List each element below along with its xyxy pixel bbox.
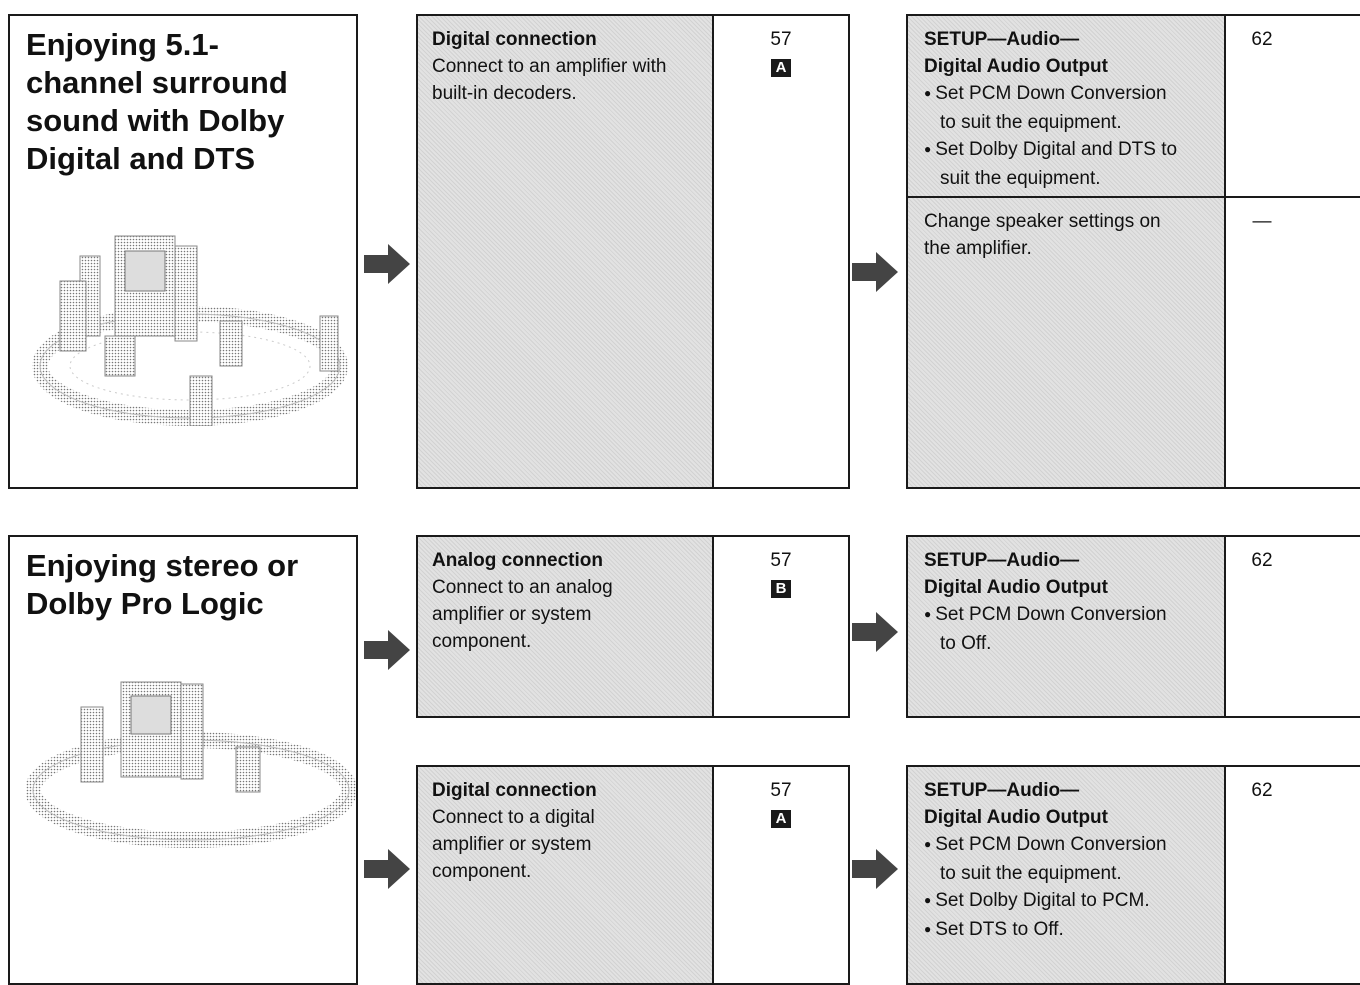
connection-text: Connect to a digital [432,807,595,828]
figure-badge: A [771,59,791,77]
section2-heading: Enjoying stereo or Dolby Pro Logic [26,547,346,623]
setup-description: SETUP—Audio— Digital Audio Output Set PC… [908,537,1226,716]
setup-digital-output-row: SETUP—Audio— Digital Audio Output Set PC… [906,14,1360,198]
section1-heading: Enjoying 5.1- channel surround sound wit… [26,26,346,178]
connection-description: Analog connection Connect to an analog a… [418,537,714,716]
bullet-text: Set PCM Down Conversion [935,834,1167,855]
setup-subtitle: Digital Audio Output [924,56,1108,77]
page-number: 62 [1251,29,1273,50]
bullet-text: Set DTS to Off. [935,919,1064,940]
heading-line: Digital and DTS [26,141,256,176]
section2-title-panel: Enjoying stereo or Dolby Pro Logic [8,535,358,985]
connection-title: Analog connection [432,550,603,571]
arrow-right-icon [364,244,410,284]
bullet-text: Set PCM Down Conversion [935,604,1167,625]
bullet-text: Set PCM Down Conversion [935,83,1167,104]
figure-badge: B [771,580,791,598]
speaker-description: Change speaker settings on the amplifier… [908,198,1226,487]
arrow-right-icon [852,252,898,292]
no-page-dash: — [1252,211,1272,232]
connection-text: component. [432,861,532,882]
setup-title: SETUP—Audio— [924,550,1080,571]
setup-bullet: Set Dolby Digital to PCM. [924,887,1212,916]
page-reference: 62 [1224,767,1360,983]
setup-bullet: Set PCM Down Conversion to suit the equip… [924,80,1212,136]
page-reference: 57 B [712,537,848,716]
bullet-text: to Off. [940,633,992,654]
connection-text: amplifier or system [432,604,592,625]
connection-description: Digital connection Connect to an amplifi… [418,16,714,487]
setup-bullet: Set PCM Down Conversion to Off. [924,601,1212,657]
bullet-text: Set Dolby Digital and DTS to [935,139,1178,160]
setup-title: SETUP—Audio— [924,780,1080,801]
page-reference: — [1224,198,1360,487]
page-number: 57 [770,780,792,801]
bullet-text: to suit the equipment. [940,112,1122,133]
setup-digital-row-2: SETUP—Audio— Digital Audio Output Set PC… [906,765,1360,985]
connection-text: built-in decoders. [432,83,577,104]
setup-subtitle: Digital Audio Output [924,577,1108,598]
bullet-text: to suit the equipment. [940,863,1122,884]
connection-text: component. [432,631,532,652]
page-reference: 62 [1224,16,1360,196]
connection-text: Connect to an amplifier with [432,56,667,77]
speaker-settings-row: Change speaker settings on the amplifier… [906,196,1360,489]
page-number: 62 [1251,780,1273,801]
page-number: 57 [770,29,792,50]
setup-analog-row: SETUP—Audio— Digital Audio Output Set PC… [906,535,1360,718]
connection-description: Digital connection Connect to a digital … [418,767,714,983]
connection-text: Connect to an analog [432,577,613,598]
heading-line: channel surround [26,65,288,100]
heading-line: sound with Dolby [26,103,285,138]
arrow-right-icon [364,849,410,889]
setup-bullet: Set Dolby Digital and DTS to suit the equ… [924,136,1212,192]
setup-description: SETUP—Audio— Digital Audio Output Set PC… [908,16,1226,196]
analog-connection-row: Analog connection Connect to an analog a… [416,535,850,718]
speaker-text: Change speaker settings on [924,211,1161,232]
speaker-text: the amplifier. [924,238,1032,259]
figure-badge: A [771,810,791,828]
connection-title: Digital connection [432,29,597,50]
setup-subtitle: Digital Audio Output [924,807,1108,828]
arrow-right-icon [852,612,898,652]
setup-title: SETUP—Audio— [924,29,1080,50]
bullet-text: suit the equipment. [940,168,1101,189]
connection-title: Digital connection [432,780,597,801]
heading-line: Enjoying stereo or [26,548,299,583]
bullet-text: Set Dolby Digital to PCM. [935,890,1150,911]
page-number: 57 [770,550,792,571]
page-reference: 57 A [712,767,848,983]
heading-line: Enjoying 5.1- [26,27,219,62]
section1-title-panel: Enjoying 5.1- channel surround sound wit… [8,14,358,489]
page-reference: 57 A [712,16,848,487]
page-reference: 62 [1224,537,1360,716]
digital-connection-row-2: Digital connection Connect to a digital … [416,765,850,985]
setup-bullet: Set DTS to Off. [924,916,1212,945]
setup-description: SETUP—Audio— Digital Audio Output Set PC… [908,767,1226,983]
setup-bullet: Set PCM Down Conversion to suit the equip… [924,831,1212,887]
surround-system-illustration [32,235,348,426]
heading-line: Dolby Pro Logic [26,586,264,621]
stereo-system-illustration [26,681,356,848]
digital-connection-row: Digital connection Connect to an amplifi… [416,14,850,489]
arrow-right-icon [852,849,898,889]
arrow-right-icon [364,630,410,670]
page-number: 62 [1251,550,1273,571]
connection-text: amplifier or system [432,834,592,855]
